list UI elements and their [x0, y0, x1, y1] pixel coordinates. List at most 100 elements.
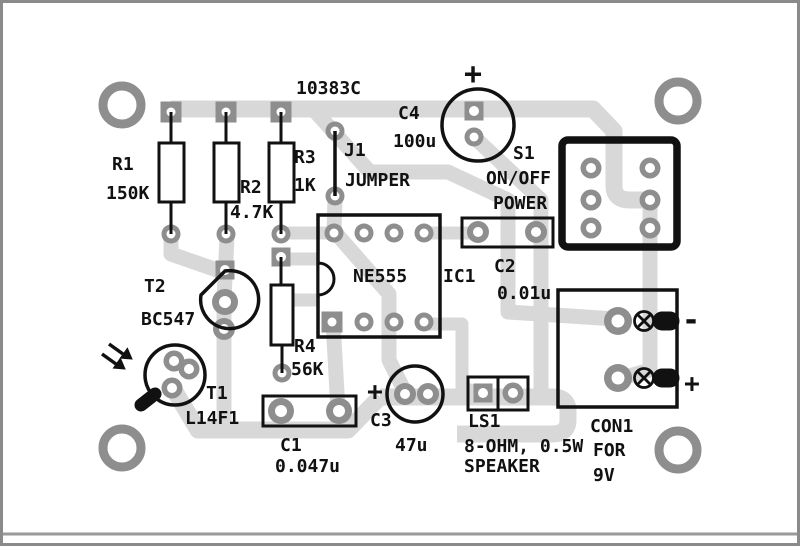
r1-value: 150K: [106, 183, 150, 204]
r4-ref: R4: [294, 336, 316, 357]
component-ls1: LS1 8-OHM, 0.5W SPEAKER: [464, 375, 583, 477]
t2-ref: T2: [144, 276, 166, 297]
light-arrows-icon: [100, 342, 133, 370]
c4-value: 100u: [393, 131, 436, 152]
component-r1: R1 150K: [106, 112, 186, 234]
c2-value: 0.01u: [497, 283, 551, 304]
solder-pad: [178, 358, 200, 380]
solder-pad: [464, 127, 484, 147]
s1-line1: ON/OFF: [486, 168, 551, 189]
solder-pad: [473, 383, 493, 403]
r2-ref: R2: [240, 177, 262, 198]
solder-pad: [417, 383, 439, 405]
c1-ref: C1: [280, 435, 302, 456]
t1-value: L14F1: [185, 408, 239, 429]
con1-neg-label: -: [682, 303, 700, 338]
solder-pad: [639, 217, 661, 239]
c1-value: 0.047u: [275, 456, 340, 477]
j1-ref: J1: [344, 140, 366, 161]
r1-ref: R1: [112, 154, 134, 175]
c4-ref: C4: [398, 103, 420, 124]
component-t2: T2 BC547: [141, 268, 261, 331]
solder-pad: [639, 157, 661, 179]
solder-pad: [580, 189, 602, 211]
c3-polarity-plus: +: [367, 377, 383, 407]
solder-pad: [580, 217, 602, 239]
solder-pad: [414, 223, 434, 243]
r3-ref: R3: [294, 147, 316, 168]
component-j1: J1 JUMPER: [333, 131, 410, 196]
solder-pad: [268, 398, 294, 424]
solder-pad: [384, 312, 404, 332]
solder-pad: [212, 289, 238, 315]
c4-polarity-plus: +: [464, 57, 482, 92]
copper-trace: [326, 197, 412, 396]
r3-value: 1K: [294, 175, 316, 196]
component-c4: + C4 100u: [393, 57, 516, 163]
mounting-hole: [103, 86, 141, 124]
r4-value: 56K: [291, 359, 324, 380]
c2-ref: C2: [494, 256, 516, 277]
copper-trace: [468, 131, 549, 397]
component-con1: - + CON1 FOR 9V: [556, 288, 700, 486]
ls1-ref: LS1: [468, 411, 501, 432]
s1-ref: S1: [513, 143, 535, 164]
solder-pad: [580, 157, 602, 179]
ls1-line1: 8-OHM, 0.5W: [464, 436, 583, 457]
c3-value: 47u: [395, 435, 428, 456]
component-ic1: NE555 IC1: [316, 213, 476, 339]
solder-pad: [604, 364, 632, 392]
ic1-notch-icon: [316, 261, 336, 297]
mounting-hole: [659, 82, 697, 120]
mounting-hole: [103, 429, 141, 467]
solder-pad: [354, 223, 374, 243]
solder-pad: [326, 398, 352, 424]
copper-trace: [166, 385, 387, 439]
ic1-ref: IC1: [443, 266, 476, 287]
component-r4: R4 56K: [269, 257, 324, 380]
component-r2: R2 4.7K: [212, 112, 274, 234]
t1-ref: T1: [206, 383, 228, 404]
copper-trace: [163, 236, 223, 279]
component-c1: C1 0.047u: [261, 394, 358, 477]
solder-pad: [394, 383, 416, 405]
c3-ref: C3: [370, 410, 392, 431]
copper-trace: [424, 317, 484, 400]
solder-pad: [324, 223, 344, 243]
component-r3: R3 1K: [267, 112, 316, 234]
component-c3: + C3 47u: [367, 364, 445, 456]
solder-pad: [161, 377, 183, 399]
ic1-part: NE555: [353, 266, 407, 287]
component-t1: T1 L14F1: [100, 342, 239, 429]
s1-line2: POWER: [493, 193, 547, 214]
solder-pad: [502, 382, 524, 404]
t2-value: BC547: [141, 309, 195, 330]
con1-line2: 9V: [593, 465, 615, 486]
solder-pad: [414, 312, 434, 332]
solder-pad: [639, 189, 661, 211]
board-id-group: 10383C: [296, 78, 361, 99]
mounting-hole: [659, 431, 697, 469]
copper-trace: [307, 103, 617, 327]
solder-pad: [354, 312, 374, 332]
solder-pad: [604, 307, 632, 335]
component-c2: C2 0.01u: [460, 216, 555, 304]
r2-value: 4.7K: [230, 202, 274, 223]
solder-pad: [525, 221, 547, 243]
con1-line1: FOR: [593, 440, 626, 461]
copper-trace: [171, 100, 648, 209]
board-id: 10383C: [296, 78, 361, 99]
con1-pos-label: +: [684, 369, 700, 399]
component-s1: S1 ON/OFF POWER: [486, 136, 681, 251]
solder-pad: [321, 311, 343, 333]
solder-pad: [384, 223, 404, 243]
con1-ref: CON1: [590, 416, 633, 437]
solder-pad: [467, 221, 489, 243]
j1-value: JUMPER: [345, 170, 410, 191]
ls1-line2: SPEAKER: [464, 456, 540, 477]
t1-tab-icon: [134, 387, 162, 412]
